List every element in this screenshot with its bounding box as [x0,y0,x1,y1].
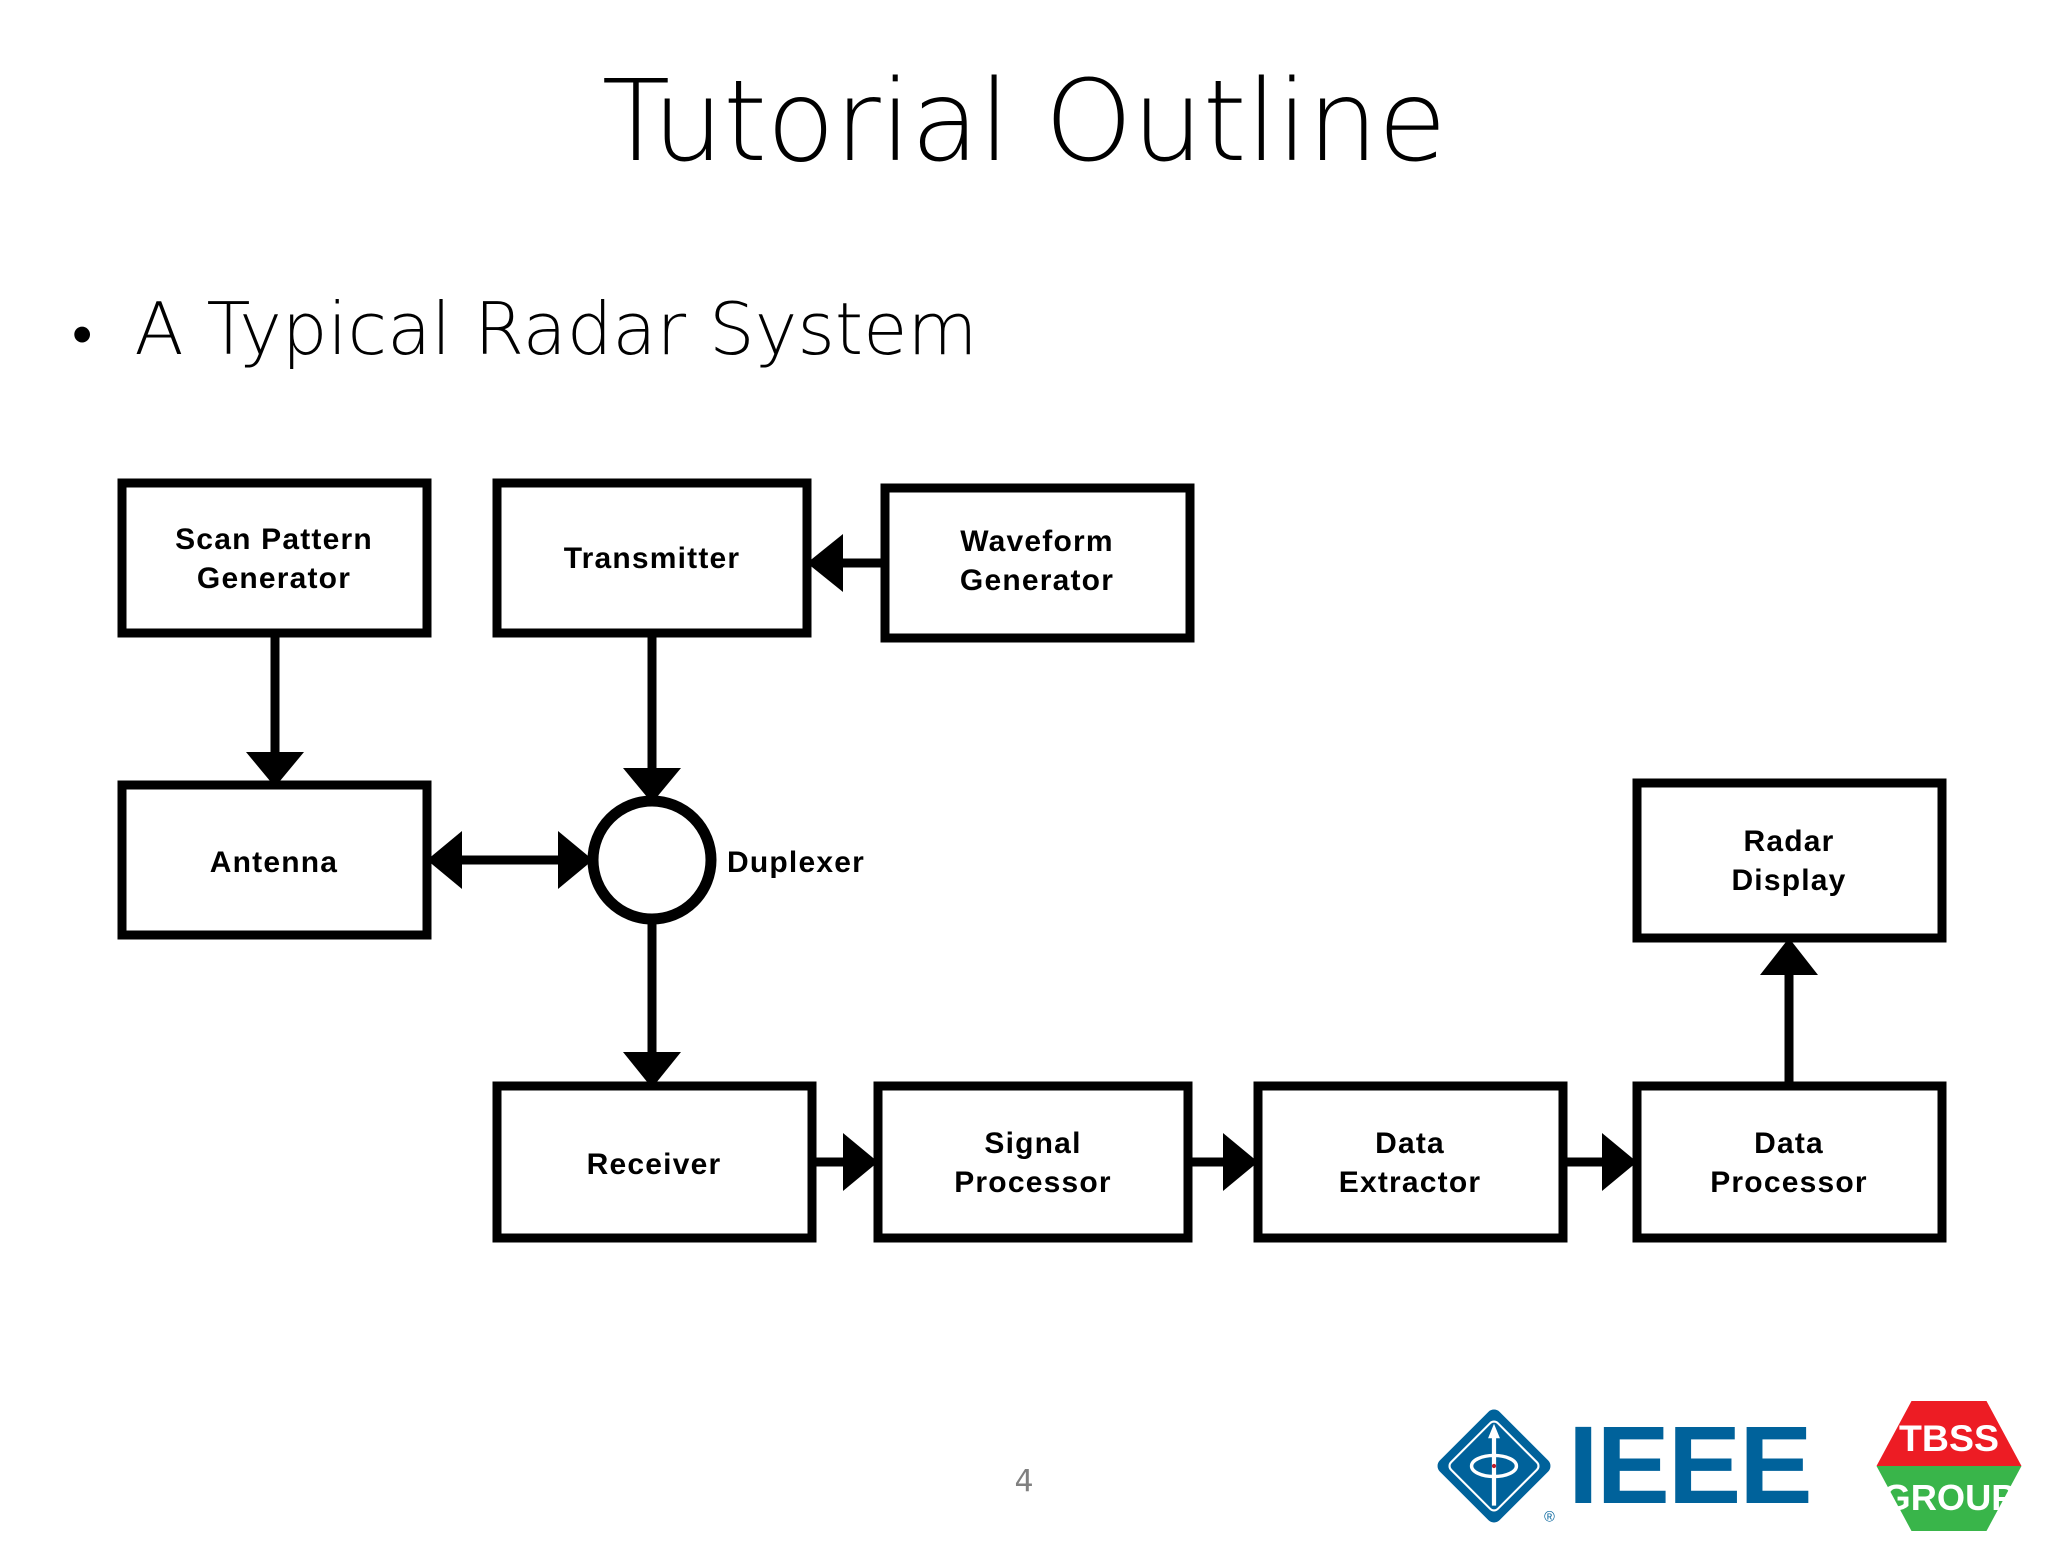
tbss-line-2: GROUP [1883,1477,2016,1518]
svg-text:®: ® [1544,1509,1555,1525]
connection-waveform-generator-to-transmitter [807,534,885,592]
node-label-line-2: Processor [1710,1166,1868,1199]
node-label-line-1: Signal [984,1127,1081,1160]
node-label-line-2: Generator [197,562,351,595]
node-data-extractor[interactable]: Data Extractor [1253,1081,1568,1243]
node-label-duplexer: Duplexer [727,846,865,879]
node-duplexer[interactable]: Duplexer [587,795,865,925]
node-receiver[interactable]: Receiver [492,1081,817,1243]
node-label-line-2: Display [1731,864,1846,897]
diagram-connections [246,534,1818,1191]
ieee-wordmark: IEEE [1568,1411,1813,1521]
bullet-marker-icon: • [72,302,93,367]
bullet-list-item: • A Typical Radar System [72,287,978,371]
tbss-line-1: TBSS [1899,1417,1999,1459]
node-label-line-2: Extractor [1339,1166,1482,1199]
node-scan-pattern-generator[interactable]: Scan Pattern Generator [117,478,432,638]
node-transmitter[interactable]: Transmitter [492,478,812,638]
node-radar-display[interactable]: Radar Display [1632,778,1947,943]
logo-bar: ® IEEE TBSS GROUP [1428,1398,2048,1534]
node-label-line-1: Receiver [587,1148,722,1181]
node-waveform-generator[interactable]: Waveform Generator [880,483,1195,643]
node-antenna[interactable]: Antenna [117,780,432,940]
node-label-line-1: Data [1754,1127,1824,1160]
ieee-wordmark-text: IEEE [1568,1411,1811,1521]
page-number: 4 [1014,1464,1034,1499]
node-label-line-1: Scan Pattern [175,523,373,556]
node-label-line-1: Transmitter [564,542,741,575]
connection-scan-pattern-generator-to-antenna [246,633,304,787]
tbss-group-icon: TBSS GROUP [1876,1401,2022,1531]
connection-antenna-duplexer-bidirectional [427,831,593,889]
node-label-line-2: Processor [954,1166,1112,1199]
node-label-line-1: Data [1375,1127,1445,1160]
connection-receiver-to-signal-processor [812,1133,878,1191]
node-label-line-1: Waveform [960,525,1114,558]
connection-signal-processor-to-data-extractor [1188,1133,1258,1191]
ieee-diamond-icon: ® [1437,1409,1555,1525]
connection-duplexer-to-receiver [623,919,681,1088]
diagram-nodes: Scan Pattern Generator Transmitter Wavef… [117,478,1947,1243]
connection-data-processor-to-radar-display [1760,938,1818,1086]
page-title: Tutorial Outline [601,57,1447,187]
node-label-line-2: Generator [960,564,1114,597]
node-label-line-1: Radar [1743,825,1834,858]
bullet-item-label: A Typical Radar System [134,287,978,371]
connection-transmitter-to-duplexer [623,633,681,803]
node-label-line-1: Antenna [210,846,338,879]
connection-data-extractor-to-data-processor [1563,1133,1637,1191]
node-signal-processor[interactable]: Signal Processor [873,1081,1193,1243]
node-data-processor[interactable]: Data Processor [1632,1081,1947,1243]
